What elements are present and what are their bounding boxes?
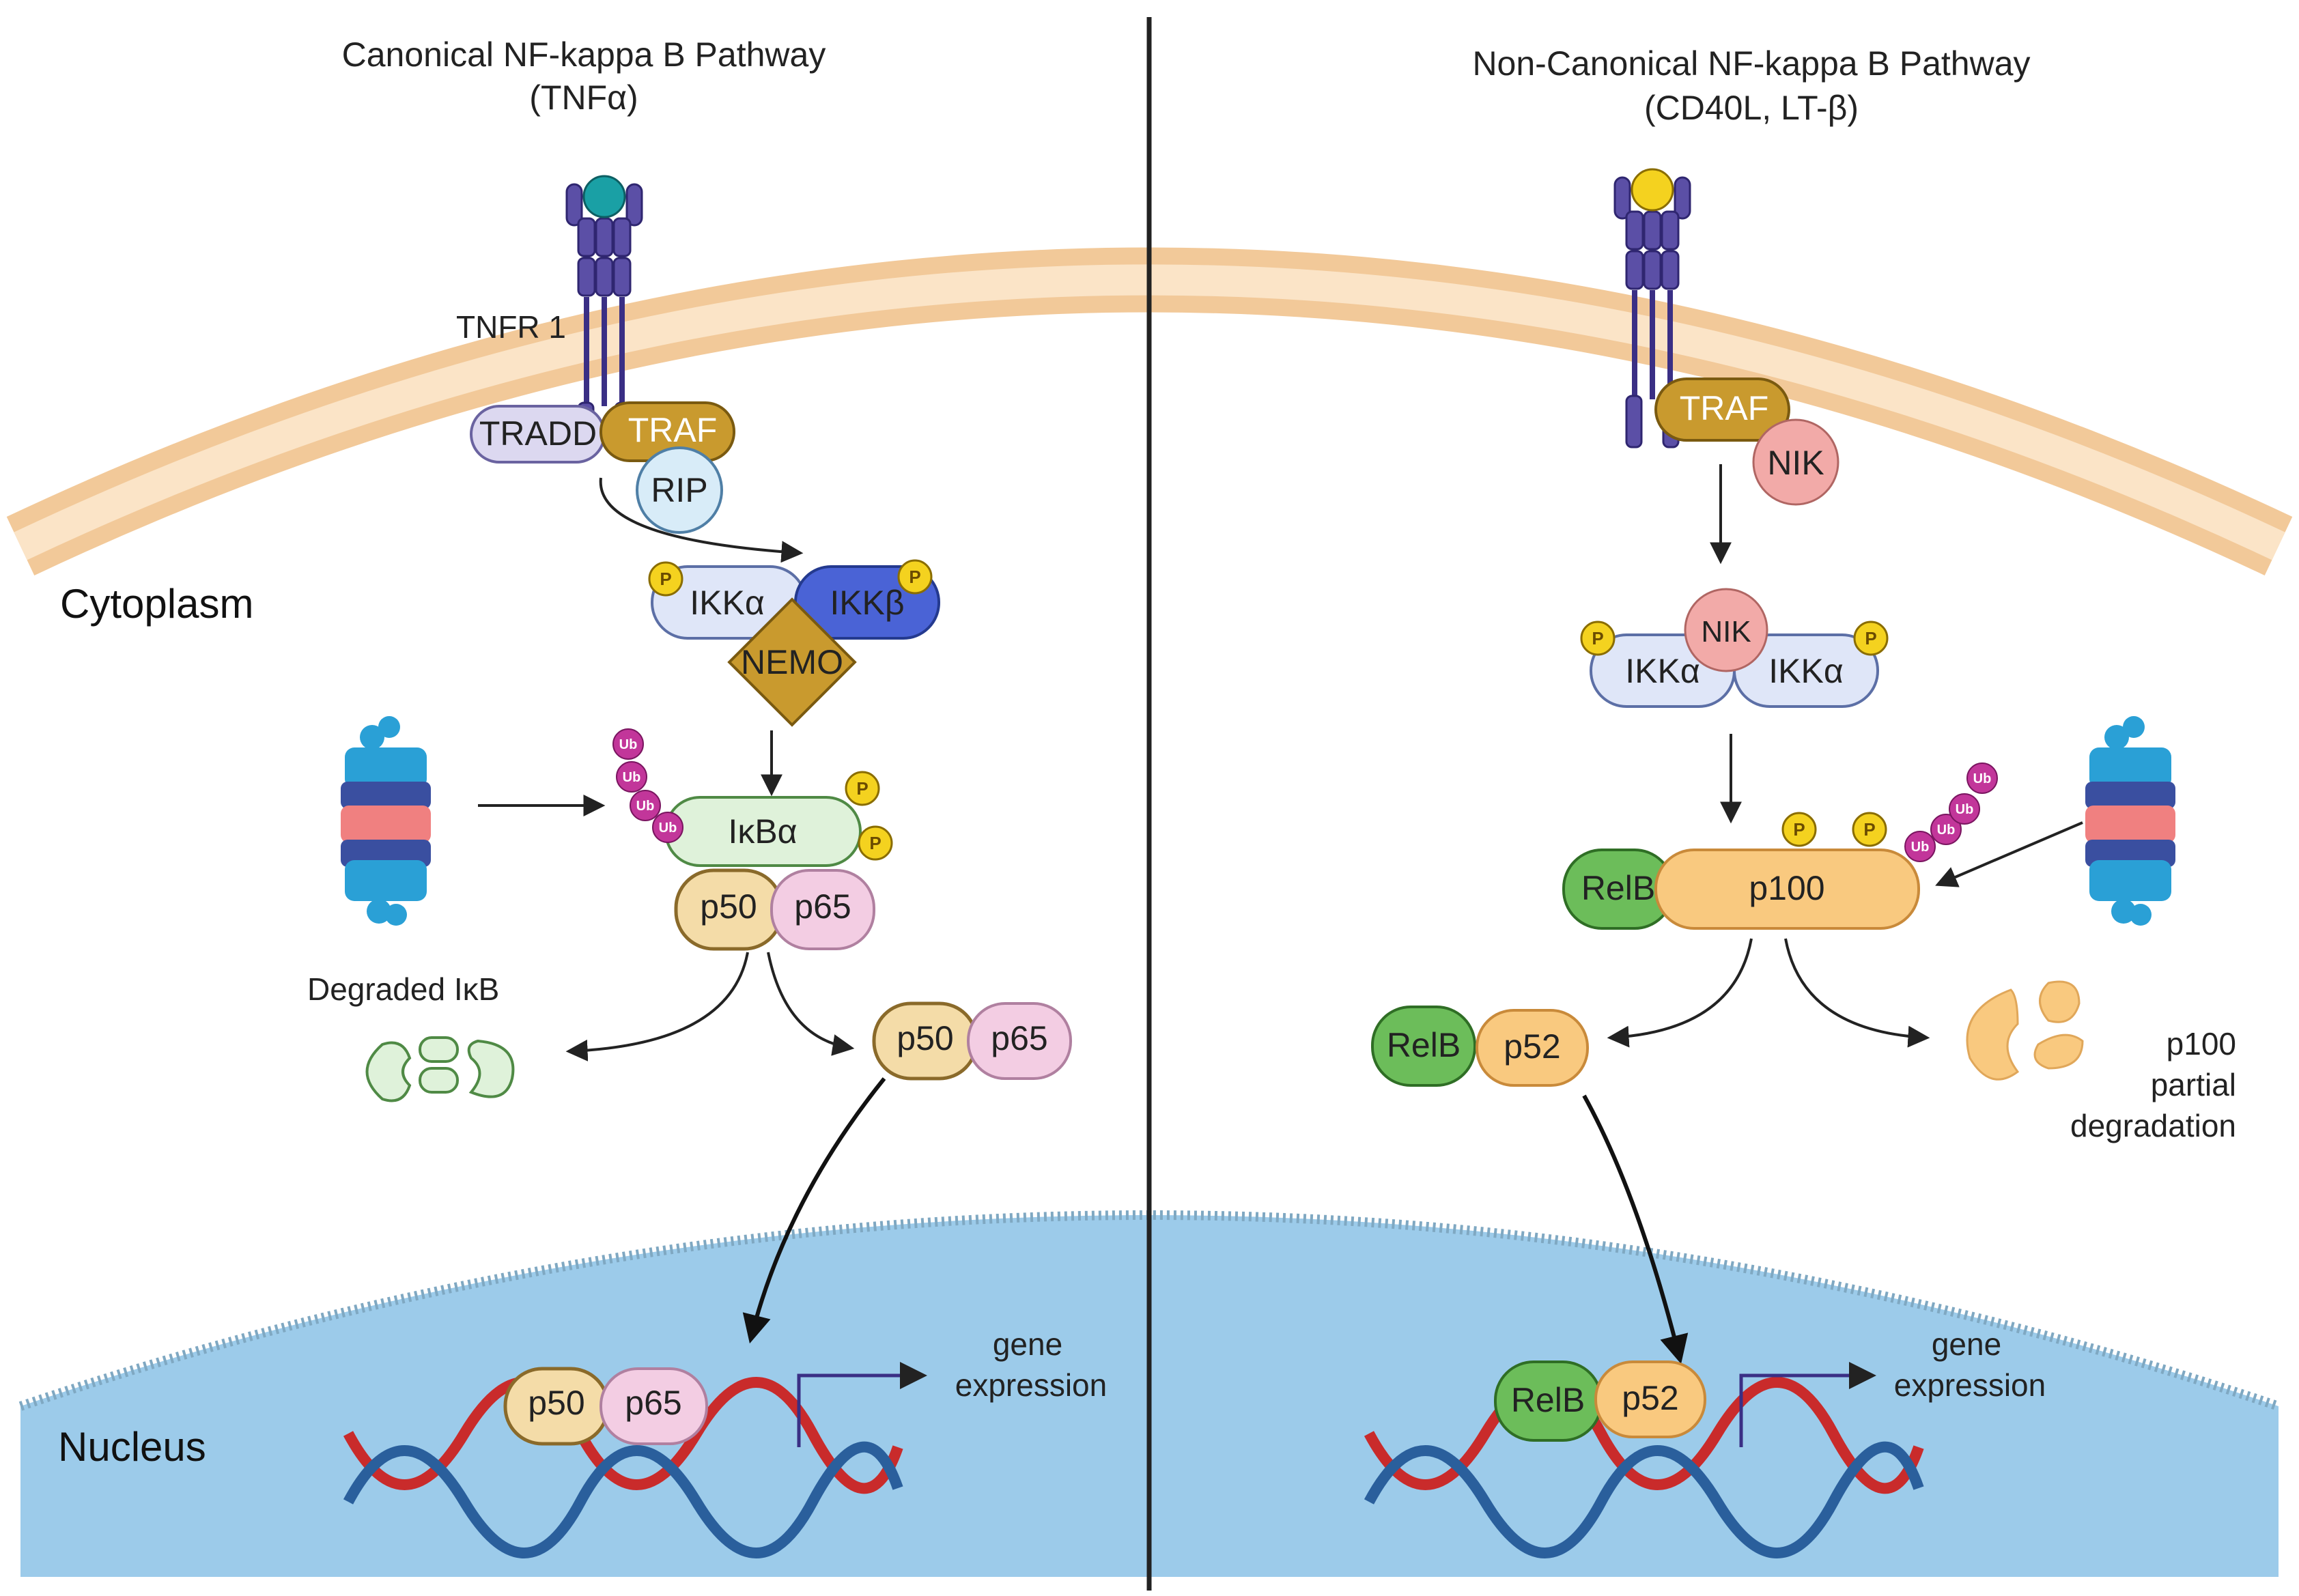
p65-label: p65 — [991, 1019, 1047, 1057]
ubiquitin-label: Ub — [1937, 823, 1956, 838]
p50-label: p50 — [897, 1019, 953, 1057]
arrow-proteasome-to-p100 — [1935, 821, 2083, 887]
nik-protein — [1684, 588, 1768, 672]
cytoplasm-label: Cytoplasm — [60, 581, 253, 627]
noncanonical-title: Non-Canonical NF-kappa B Pathway — [1472, 44, 2030, 83]
p65-label: p65 — [625, 1384, 681, 1422]
transcription-arrow-canonical — [797, 1362, 927, 1447]
canonical-title: Canonical NF-kappa B Pathway — [342, 35, 826, 74]
proteasome-noncanonical — [2085, 716, 2175, 926]
ubiquitin-label: Ub — [659, 821, 677, 836]
ikba-label: IκBα — [728, 812, 797, 851]
phospho-label: P — [660, 569, 671, 589]
nik-label: NIK — [1701, 615, 1751, 649]
tnfr1-receptor — [565, 175, 643, 455]
tnfr1-label: TNFR 1 — [456, 309, 566, 345]
p52-label: p52 — [1622, 1379, 1678, 1417]
gene-expression-label-1: gene — [1932, 1326, 2001, 1362]
p65-protein — [770, 869, 875, 950]
partial-degradation-label-3: degradation — [2070, 1108, 2236, 1143]
rip-label: RIP — [651, 471, 707, 509]
p50-label: p50 — [528, 1384, 584, 1422]
traf-label: TRAF — [628, 411, 718, 449]
transcription-arrow-noncanonical — [1739, 1362, 1876, 1447]
p50-label: p50 — [700, 887, 757, 926]
arrow-p50-p65-to-nucleus — [742, 1077, 886, 1344]
gene-expression-label-2: expression — [1894, 1367, 2046, 1403]
p100-label: p100 — [1749, 869, 1824, 907]
phospho-label: P — [1863, 819, 1875, 840]
ikka-label: IKKα — [690, 584, 765, 622]
partial-degradation-label-1: p100 — [2167, 1026, 2236, 1061]
phospho-label: P — [1865, 628, 1876, 649]
arrow-to-partial-degradation — [1784, 938, 1930, 1048]
phospho-label: P — [1793, 819, 1805, 840]
ikkb-label: IKKβ — [830, 584, 904, 622]
arrow-to-relb-p52 — [1607, 938, 1753, 1048]
ubiquitin-label: Ub — [623, 770, 641, 785]
traf-label: TRAF — [1680, 389, 1769, 427]
tradd-label: TRADD — [479, 414, 597, 453]
nik-label: NIK — [1767, 444, 1824, 482]
p52-protein — [1476, 1009, 1589, 1087]
p100-fragments — [1966, 980, 2084, 1081]
ubiquitin-label: Ub — [619, 737, 638, 752]
ubiquitin-label: Ub — [1973, 771, 1992, 786]
ikka-label: IKKα — [1625, 652, 1700, 690]
arrow-traf-to-ikk — [599, 477, 804, 563]
relb-protein — [1371, 1006, 1476, 1087]
nucleus-label: Nucleus — [58, 1424, 206, 1470]
degraded-ikb-fragments — [365, 1036, 515, 1102]
proteasome-canonical — [341, 716, 431, 926]
phospho-label: P — [909, 567, 920, 587]
phospho-label: P — [856, 778, 868, 799]
p52-protein — [1594, 1360, 1706, 1438]
phospho-label: P — [869, 833, 881, 853]
canonical-subtitle: (TNFα) — [529, 79, 638, 117]
rip-protein — [636, 446, 723, 534]
p65-protein — [600, 1367, 708, 1445]
p65-protein — [967, 1002, 1072, 1080]
p100-protein — [1654, 849, 1920, 930]
ubiquitin-label: Ub — [636, 799, 655, 814]
relb-label: RelB — [1387, 1026, 1461, 1064]
p52-label: p52 — [1504, 1027, 1560, 1066]
ubiquitin-label: Ub — [1911, 840, 1930, 855]
relb-label: RelB — [1511, 1381, 1585, 1419]
arrow-to-degraded — [565, 952, 749, 1061]
nemo-label: NEMO — [741, 643, 843, 681]
nik-protein — [1752, 418, 1839, 506]
dna-helix-noncanonical — [1364, 1377, 1924, 1558]
nemo-protein — [727, 597, 857, 727]
dna-helix-canonical — [343, 1377, 903, 1558]
cd40-receptor — [1613, 168, 1691, 448]
arrow-to-free-p50-p65 — [767, 952, 855, 1056]
p65-label: p65 — [794, 887, 851, 926]
relb-label: RelB — [1581, 869, 1655, 907]
noncanonical-subtitle: (CD40L, LT-β) — [1644, 89, 1859, 127]
gene-expression-label-2: expression — [955, 1367, 1107, 1403]
arrow-relb-p52-to-nucleus — [1582, 1094, 1689, 1365]
ubiquitin-label: Ub — [1956, 802, 1974, 817]
gene-expression-label-1: gene — [993, 1326, 1062, 1362]
traf-protein — [1654, 377, 1790, 442]
phospho-label: P — [1592, 628, 1603, 649]
partial-degradation-label-2: partial — [2151, 1067, 2236, 1102]
degraded-ikb-label: Degraded IκB — [307, 971, 499, 1007]
ikka-label: IKKα — [1768, 652, 1844, 690]
